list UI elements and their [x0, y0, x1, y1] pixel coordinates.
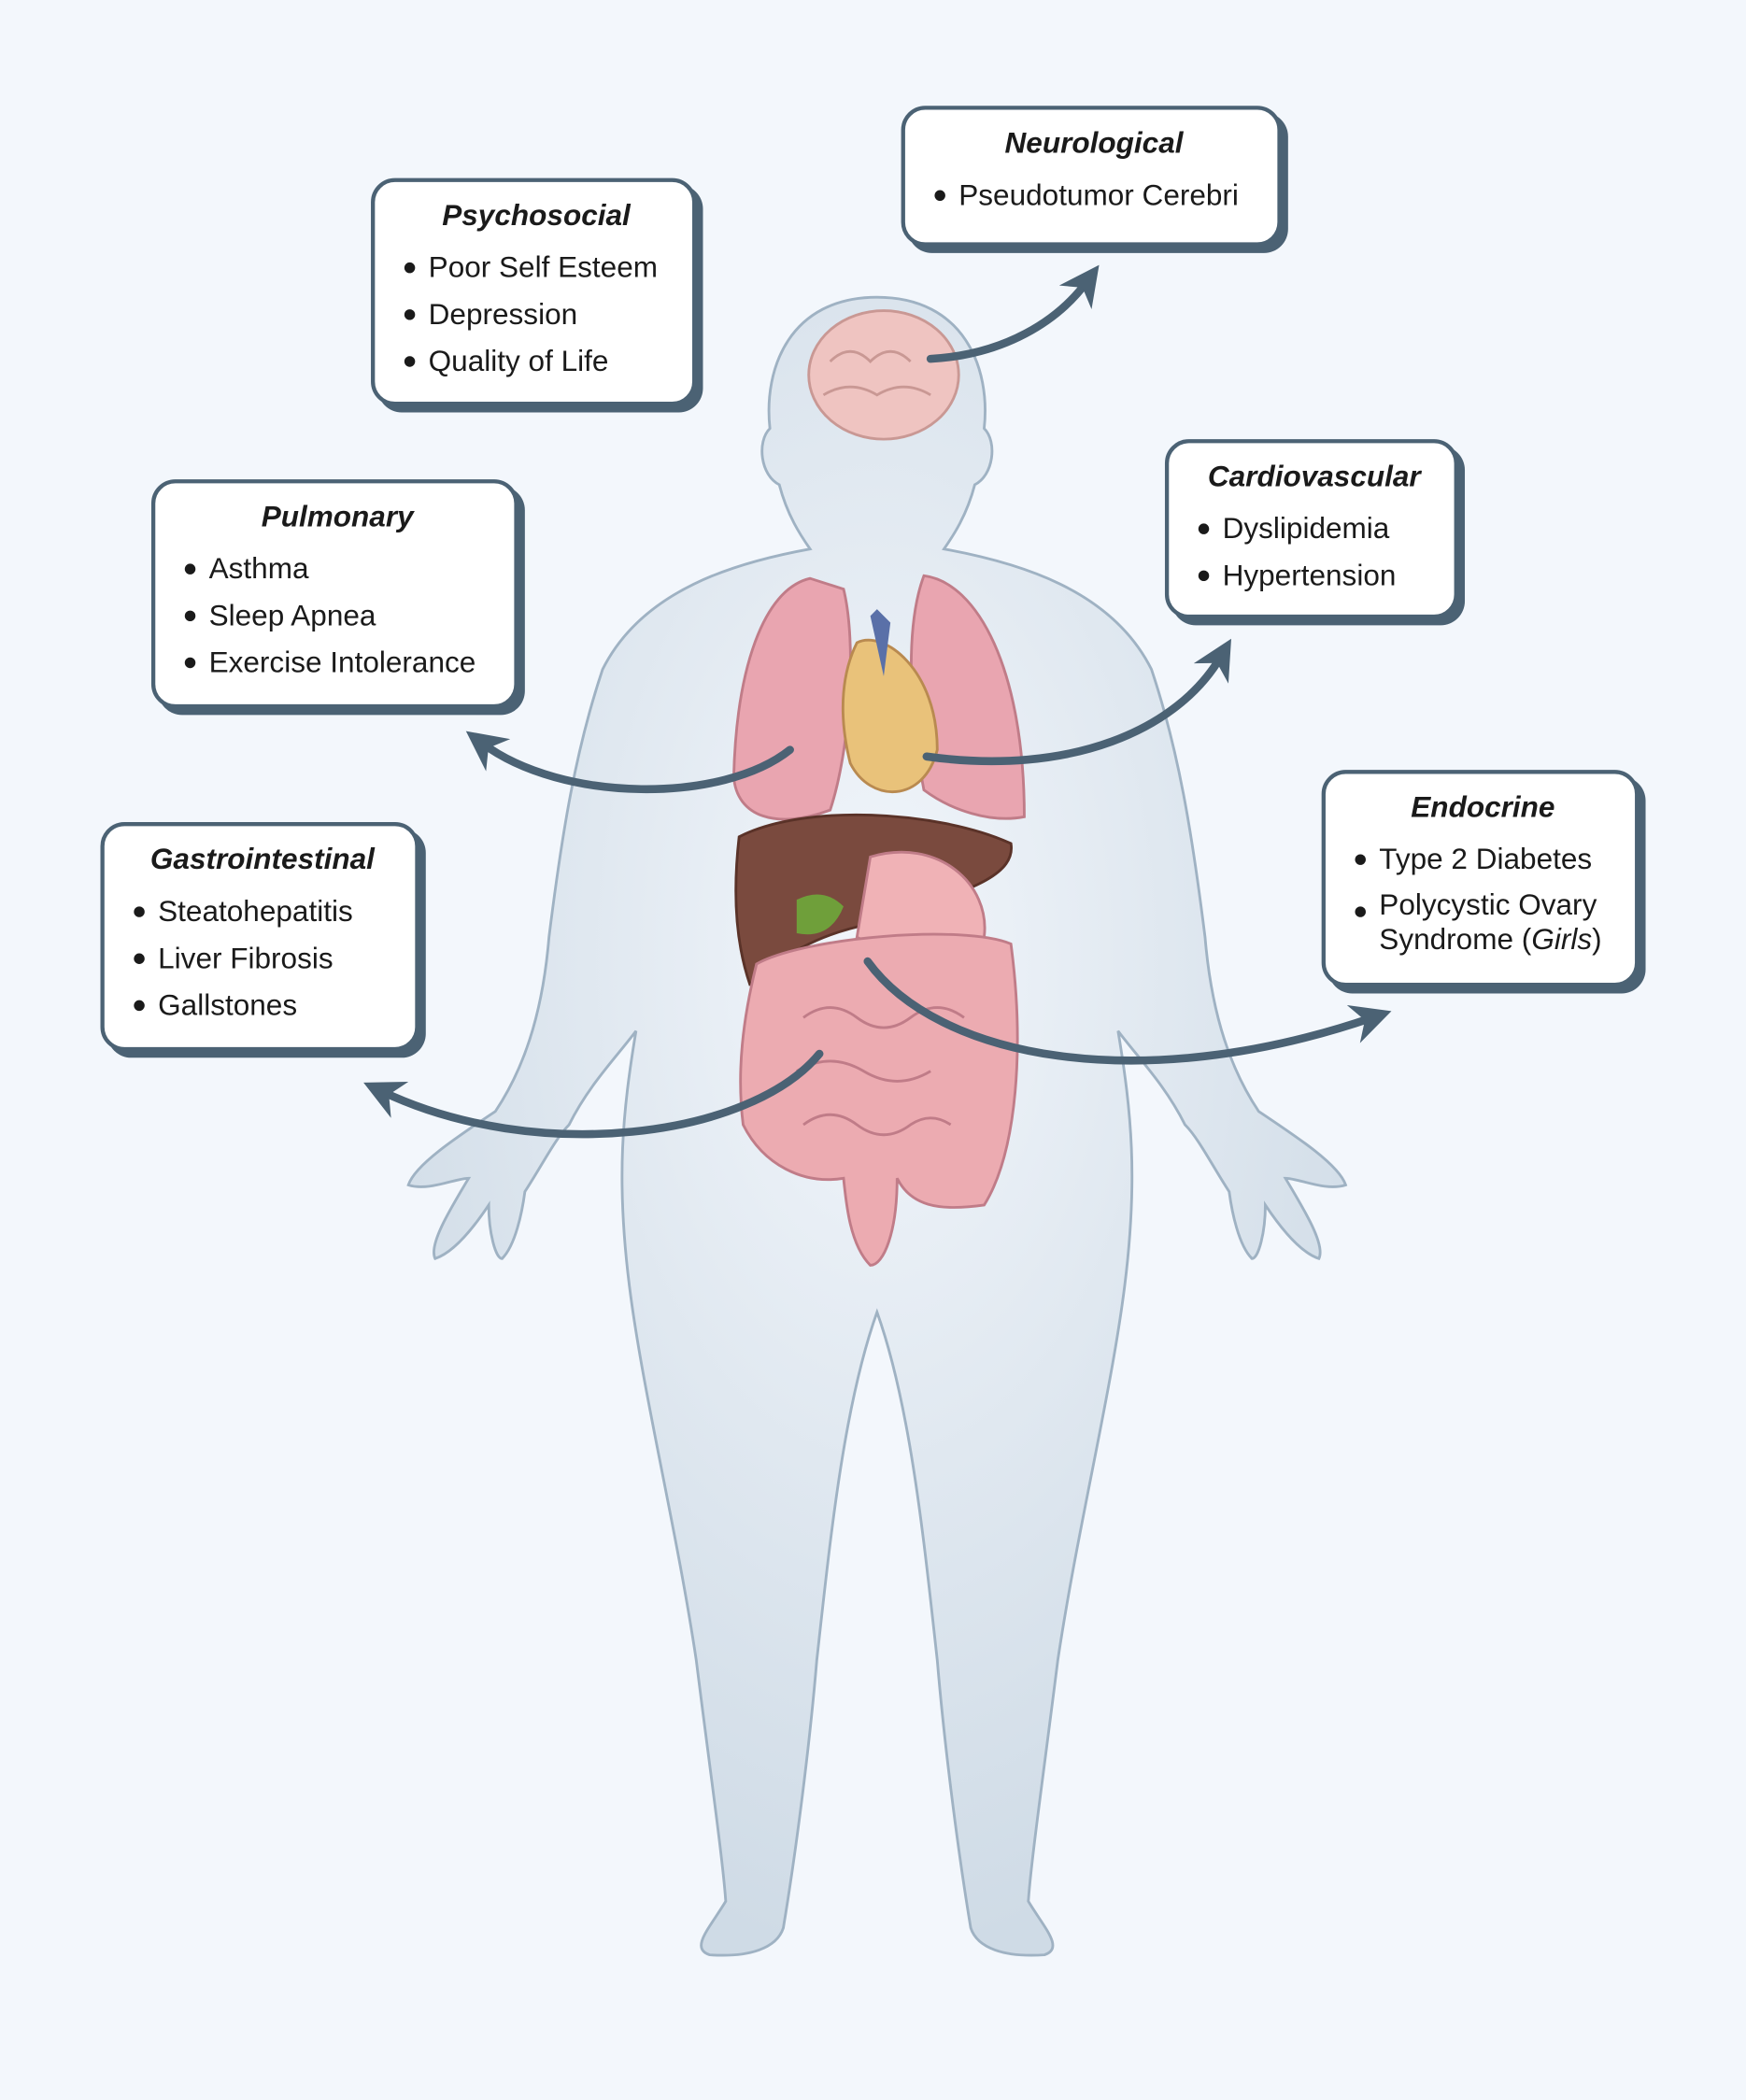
organs [732, 574, 1026, 1267]
pulmonary-box: Pulmonary Asthma Sleep Apnea Exercise In… [150, 479, 518, 709]
list-item: Sleep Apnea [184, 592, 490, 639]
gastrointestinal-title: Gastrointestinal [149, 842, 375, 876]
neurological-title: Neurological [1004, 125, 1184, 160]
list-item: Asthma [184, 545, 490, 591]
list-item: Poor Self Esteem [404, 244, 668, 291]
pulmonary-title: Pulmonary [261, 499, 414, 533]
list-item: Polycystic Ovary Syndrome (Girls) [1355, 887, 1611, 958]
list-item: Gallstones [134, 982, 390, 1029]
brain [807, 309, 960, 441]
neurological-box: Neurological Pseudotumor Cerebri [901, 106, 1282, 247]
pcos-label: Polycystic Ovary Syndrome [1379, 887, 1597, 957]
psychosocial-box: Psychosocial Poor Self Esteem Depression… [371, 177, 697, 406]
list-item: Exercise Intolerance [184, 639, 490, 686]
arrow-cardiovascular [922, 638, 1231, 766]
cardiovascular-box: Cardiovascular Dyslipidemia Hypertension [1164, 439, 1458, 619]
cardiovascular-title: Cardiovascular [1207, 459, 1421, 493]
arrow-endocrine [863, 957, 1392, 1065]
list-item: Quality of Life [404, 337, 668, 384]
arrows [363, 264, 1392, 1139]
list-item: Hypertension [1198, 552, 1430, 599]
list-item: Pseudotumor Cerebri [934, 171, 1253, 218]
girls-label: Girls [1531, 922, 1593, 957]
arrow-neurological [926, 264, 1100, 363]
list-item: Dyslipidemia [1198, 504, 1430, 551]
gastrointestinal-box: Gastrointestinal Steatohepatitis Liver F… [100, 822, 419, 1052]
list-item: Liver Fibrosis [134, 934, 390, 981]
list-item: Depression [404, 291, 668, 337]
list-item: Steatohepatitis [134, 887, 390, 934]
endocrine-box: Endocrine Type 2 Diabetes Polycystic Ova… [1321, 770, 1640, 987]
arrow-pulmonary [465, 731, 794, 794]
psychosocial-title: Psychosocial [442, 198, 631, 232]
arrow-gastrointestinal [363, 1049, 824, 1139]
endocrine-title: Endocrine [1411, 789, 1555, 824]
list-item: Type 2 Diabetes [1355, 835, 1611, 882]
